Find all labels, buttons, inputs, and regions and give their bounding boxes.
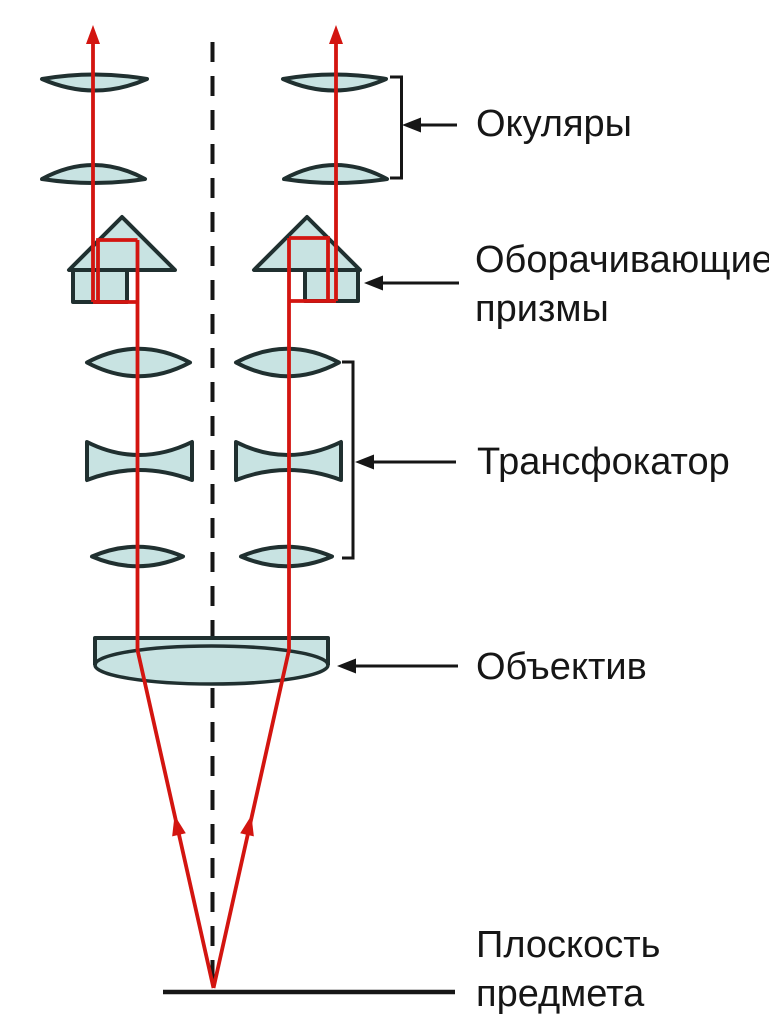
label-object-plane-line1: Плоскость: [476, 924, 661, 966]
ray-up-arrowhead-left-icon: [86, 25, 100, 44]
ray-left-prism-fold: [93, 238, 138, 304]
prism-triangle-right: [252, 215, 362, 272]
label-eyepieces: Окуляры: [476, 103, 632, 145]
eyepieces-arrowhead-icon: [402, 117, 421, 133]
zoom-arrowhead-icon: [355, 454, 374, 470]
axis-and-annotation-lines: [163, 42, 459, 995]
label-zoom: Трансфокатор: [477, 441, 730, 483]
objective-outline: [93, 636, 330, 665]
label-prisms: Оборачивающие призмы: [475, 236, 769, 334]
label-object-plane-line2: предмета: [476, 973, 645, 1015]
ray-up-arrowhead-right-icon: [329, 25, 343, 44]
zoom-biconcave-lens-left: [85, 440, 194, 482]
ray-arrowheads: [86, 25, 343, 837]
label-objective: Объектив: [476, 646, 647, 688]
ray-right-prism-fold: [289, 236, 336, 303]
prism-block-right: [303, 268, 360, 303]
prisms-arrowhead-icon: [364, 275, 383, 291]
eyepieces-bracket: [390, 75, 403, 180]
ray-converging-arrowhead-right-icon: [240, 815, 254, 837]
label-object-plane: Плоскость предмета: [476, 921, 660, 1019]
prism-triangle-left: [67, 215, 177, 272]
ray-converging-arrowhead-left-icon: [172, 815, 186, 837]
annotation-arrowheads: [337, 117, 421, 674]
zoom-bracket: [342, 360, 355, 560]
zoom-small-lens-right: [239, 544, 334, 569]
prism-block-left: [71, 268, 129, 304]
objective-arrowhead-icon: [337, 658, 356, 674]
label-prisms-line2: призмы: [475, 288, 609, 330]
label-prisms-line1: Оборачивающие: [475, 239, 769, 281]
objective-rim-ellipse: [93, 644, 330, 686]
